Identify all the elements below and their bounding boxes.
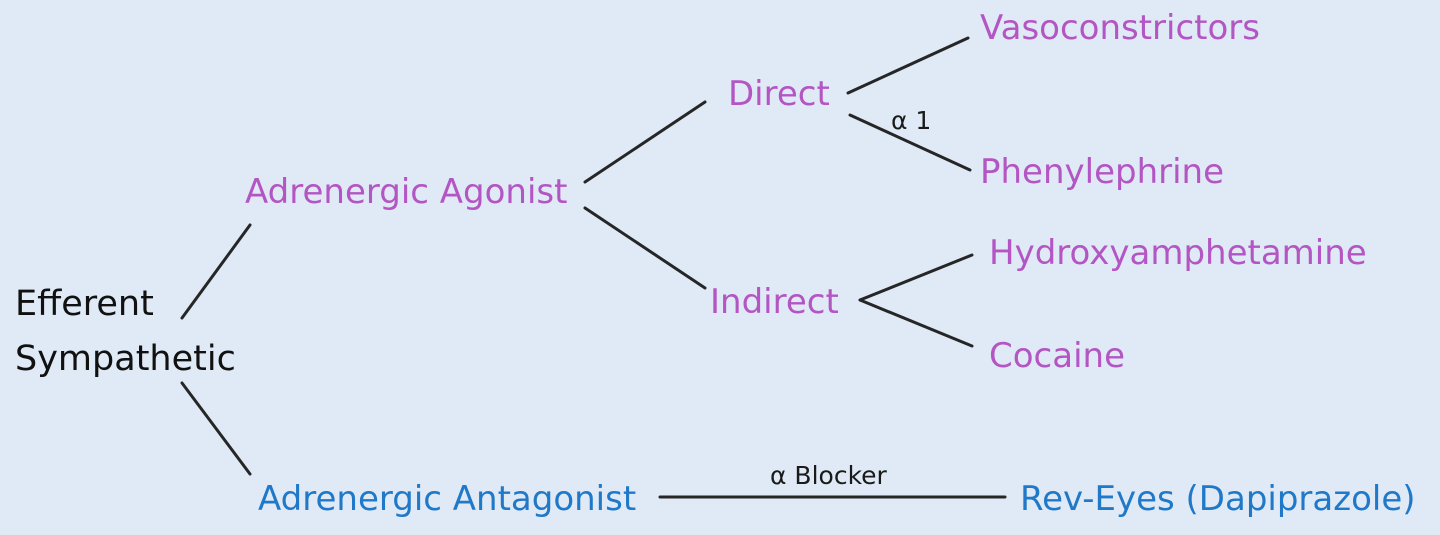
edge-direct-to-vasoconstrictors — [846, 36, 970, 95]
node-phenylephrine: Phenylephrine — [980, 152, 1225, 192]
edge-label-alpha1: α 1 — [891, 106, 932, 135]
node-efferent-sympathetic: Efferent Sympathetic — [15, 277, 236, 387]
edge-label-alpha-blocker: α Blocker — [770, 461, 887, 490]
node-direct: Direct — [728, 74, 830, 114]
node-adrenergic-antagonist: Adrenergic Antagonist — [258, 479, 637, 519]
edge-agonist-to-indirect — [583, 206, 707, 290]
node-indirect: Indirect — [710, 282, 839, 322]
edge-root-to-agonist — [180, 223, 252, 320]
node-vasoconstrictors: Vasoconstrictors — [980, 8, 1261, 48]
root-label-line1: Efferent — [15, 284, 154, 324]
edge-direct-to-phenylephrine — [848, 113, 972, 172]
node-adrenergic-agonist: Adrenergic Agonist — [245, 172, 568, 212]
node-hydroxyamphetamine: Hydroxyamphetamine — [989, 233, 1367, 273]
edge-agonist-to-direct — [583, 100, 707, 184]
edge-indirect-to-hydroxyamphetamine — [858, 253, 974, 302]
root-label-line2: Sympathetic — [15, 338, 236, 379]
edge-root-to-antagonist — [180, 381, 252, 476]
node-cocaine: Cocaine — [989, 336, 1125, 376]
node-rev-eyes-dapiprazole: Rev-Eyes (Dapiprazole) — [1020, 479, 1416, 519]
edge-indirect-to-cocaine — [858, 298, 974, 348]
